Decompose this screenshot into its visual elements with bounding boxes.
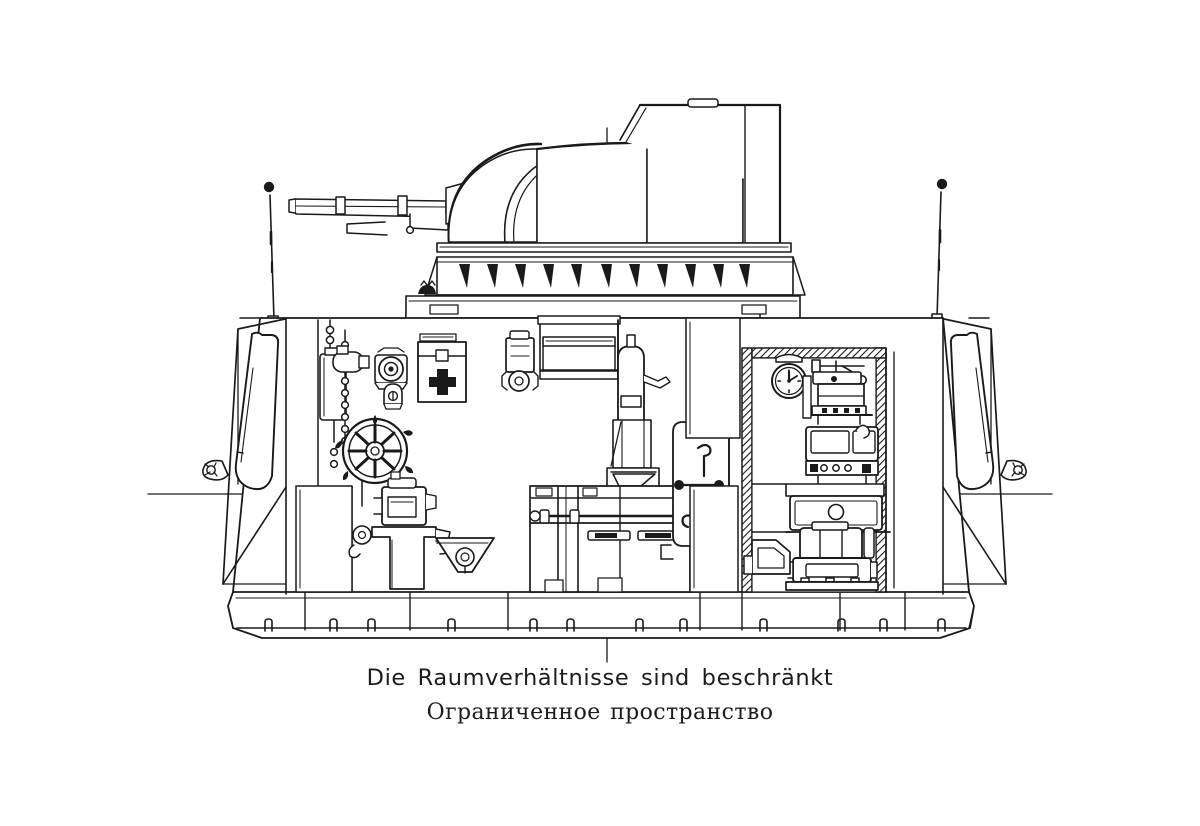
basket-teeth [459,264,750,288]
fighting-compartment [501,315,741,593]
roof-fittings [429,304,767,315]
turret-assembly [436,98,792,253]
crew-seat [537,315,621,381]
coaxial-mg [409,213,449,231]
generator-unit [785,521,879,591]
driver-floor-box [295,485,353,593]
ammunition-racks [529,485,691,593]
red-cross-symbol [429,369,456,395]
front-towing-eye [202,459,229,481]
bustle-handle [687,98,719,108]
caption-german: Die Raumverhältnisse sind beschränkt [366,665,834,691]
valve-block [332,345,370,373]
transmission-unit [353,471,451,590]
front-antenna [263,181,279,325]
clock [771,353,807,399]
radio-transmitter [805,424,879,485]
rear-antenna [931,178,948,323]
hull-rear-structure [942,317,1027,595]
roof-fitting [418,285,436,294]
footrest-wedge [435,537,495,574]
caption-russian: Ограниченное пространство [426,700,774,725]
mount-bracket [743,539,791,575]
door-handle-upper [696,443,712,478]
radio-compartment [741,347,895,593]
radio-receiver [802,371,873,425]
fuel-tank [689,485,739,593]
small-motor [501,330,539,392]
instrument-gauge [374,347,408,390]
first-aid-kit [417,333,467,403]
turret-ring [424,256,806,296]
hull-front-structure [202,317,287,595]
signal-lamp [383,383,403,410]
upper-wall-panel [685,317,741,439]
top-bulkhead [751,347,887,359]
steering-wheel [335,415,413,485]
fire-extinguisher [606,334,671,491]
front-sponson-aperture [234,331,280,491]
rear-towing-eye [1000,459,1027,481]
stowage-pipe [529,509,690,524]
driver-compartment [295,319,495,593]
rear-sponson-aperture [949,331,995,491]
